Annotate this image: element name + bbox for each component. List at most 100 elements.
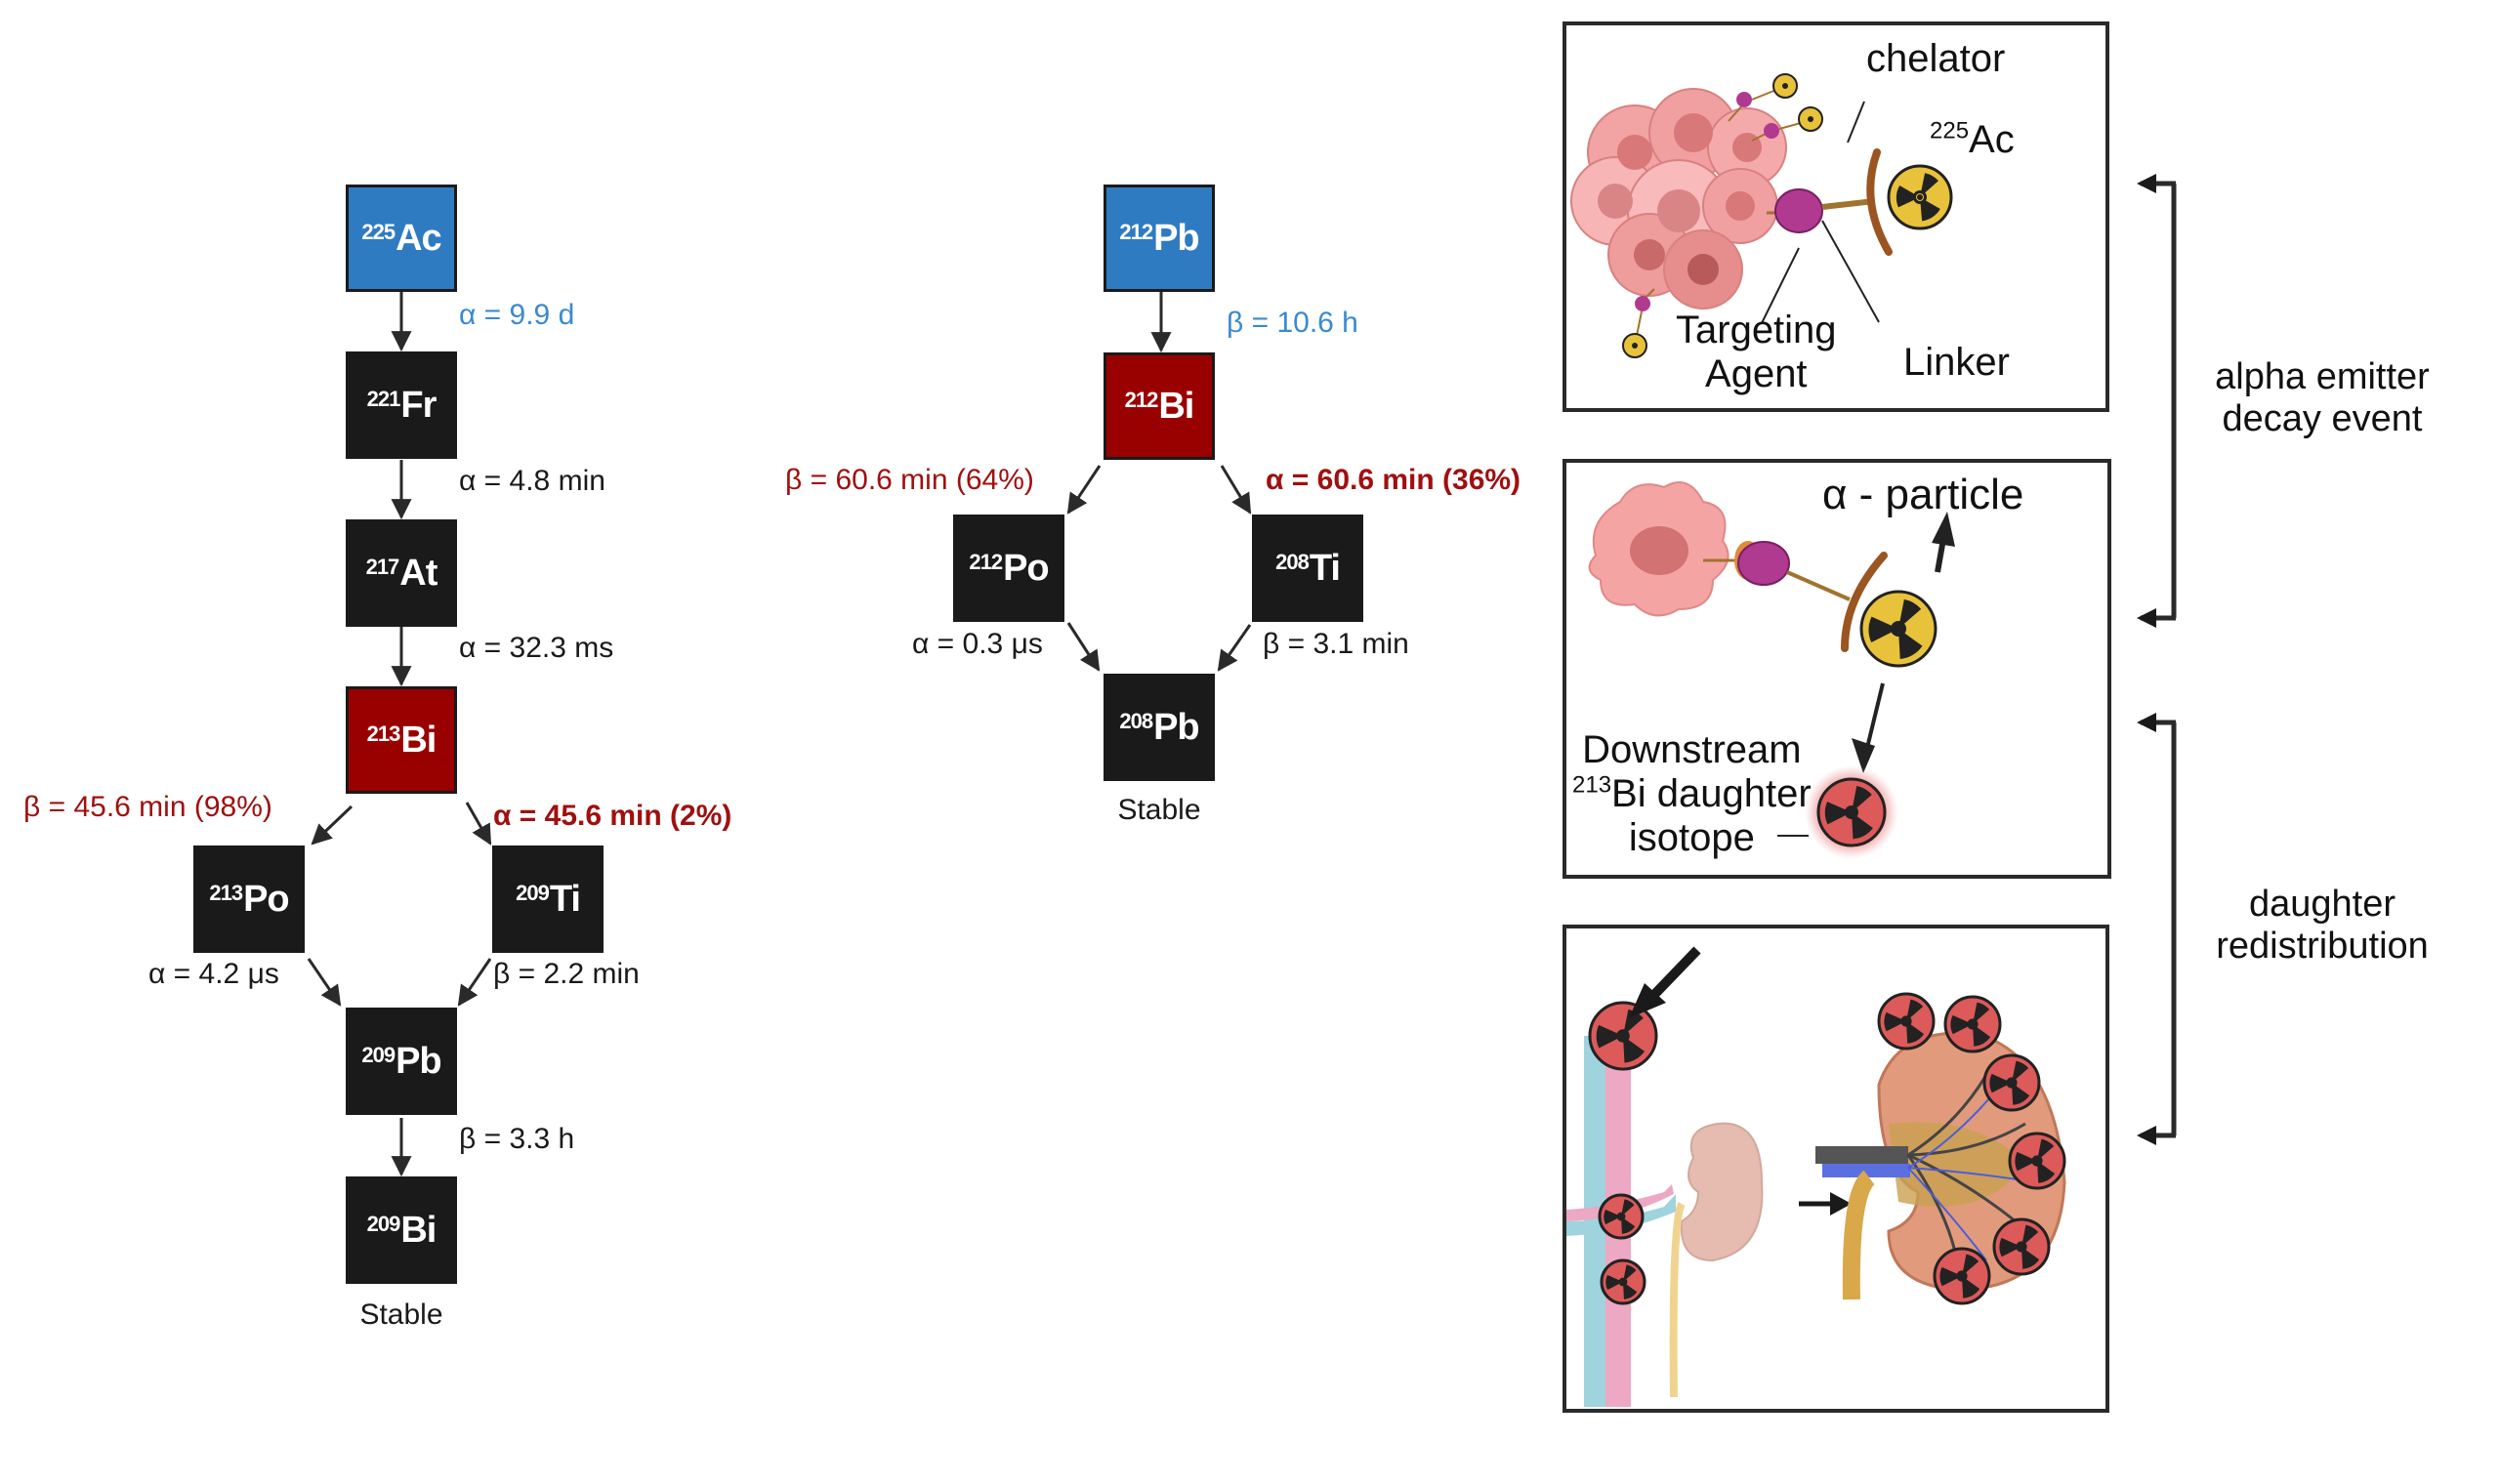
element-symbol: Fr	[400, 384, 437, 426]
mass-number: 217	[365, 555, 400, 579]
element-symbol: Ti	[549, 878, 581, 920]
decay-label: α = 9.9 d	[459, 299, 575, 331]
decay-label: α = 4.2 μs	[148, 958, 279, 990]
label-line: alpha emitter	[2215, 356, 2430, 397]
decay-label: β = 3.1 min	[1263, 628, 1409, 660]
decay-label: α = 45.6 min (2%)	[493, 800, 732, 832]
decay-label: α = 60.6 min (36%)	[1266, 464, 1521, 496]
decay-label: β = 10.6 h	[1227, 307, 1358, 339]
decay-arrow	[465, 802, 492, 845]
mass-number: 209	[361, 1043, 396, 1067]
mass-number: 209	[366, 1212, 401, 1236]
panel-decay-event: α - particle Downstream 213Bi daughter i…	[1562, 459, 2111, 879]
element-symbol: Ti	[1309, 547, 1341, 589]
mass-number: 213	[209, 881, 243, 905]
daughter-arrow	[1865, 682, 1885, 749]
decay-label: α = 4.8 min	[459, 465, 605, 497]
linker	[1821, 198, 1875, 210]
decay-label: β = 2.2 min	[493, 958, 640, 990]
decay-arrow	[311, 804, 354, 845]
element-symbol: Pb	[396, 1040, 442, 1082]
decay-arrow	[1066, 622, 1101, 672]
element-symbol: Bi	[400, 719, 437, 761]
daughter-radiation-icon	[1600, 1258, 1646, 1305]
small-conjugate	[1622, 288, 1655, 358]
label-alpha-emitter-decay: alpha emitter decay event	[2176, 356, 2469, 439]
label-line: redistribution	[2216, 925, 2429, 967]
daughter-radiation-icon	[1588, 1001, 1658, 1071]
label-line: Downstream	[1582, 728, 1802, 771]
daughter-radiation-icon	[1598, 1193, 1645, 1240]
isotope-label: 225Ac	[1930, 118, 2015, 162]
label-line: Bi daughter	[1611, 771, 1812, 815]
element-symbol: Pb	[1153, 706, 1200, 748]
main-conjugate	[1767, 148, 1893, 256]
decay-arrow	[1220, 465, 1252, 515]
mass-number: 221	[366, 387, 401, 411]
mass-number: 213	[1572, 771, 1612, 799]
label-line: Targeting	[1676, 309, 1837, 351]
decay-label: β = 45.6 min (98%)	[23, 791, 272, 823]
element-symbol: Bi	[400, 1209, 437, 1251]
kidney	[1680, 1122, 1764, 1262]
linker-label: Linker	[1903, 341, 2010, 384]
panel-radioconjugate: chelator 225Ac Targeting Agent Linker	[1562, 21, 2109, 412]
small-conjugate	[1728, 73, 1798, 122]
tumor-cell-cluster	[1570, 88, 1787, 309]
targeting-agent-label: Targeting Agent	[1676, 309, 1837, 396]
decay-illustration	[1588, 481, 1955, 859]
daughter-radiation-icon	[1943, 995, 2002, 1053]
stable-label: Stable	[359, 1298, 443, 1331]
mass-number: 208	[1119, 709, 1153, 733]
stable-label: Stable	[1117, 794, 1201, 826]
decay-arrow	[1066, 465, 1102, 515]
targeting-agent	[1737, 541, 1790, 586]
element-symbol: Pb	[1153, 217, 1200, 259]
daughter-radiation-icon	[1982, 1053, 2041, 1112]
daughter-radiation-icon	[1933, 1247, 1991, 1305]
label-daughter-redistribution: daughter redistribution	[2176, 884, 2469, 967]
element-symbol: Ac	[1969, 118, 2015, 161]
decay-arrow	[307, 958, 342, 1007]
radiation-icon	[1859, 590, 1938, 668]
decay-label: α = 0.3 μs	[912, 628, 1043, 660]
element-symbol: Po	[243, 878, 290, 920]
leader-line	[1761, 247, 1800, 324]
element-symbol: Ac	[396, 217, 442, 259]
mass-number: 225	[1930, 117, 1970, 144]
mass-number: 212	[1119, 220, 1153, 244]
element-symbol: Po	[1003, 547, 1050, 589]
incoming-arrow	[1629, 946, 1701, 1018]
mass-number: 213	[366, 721, 401, 746]
daughter-radiation-icon	[1816, 777, 1887, 847]
element-symbol: Bi	[1158, 385, 1194, 427]
panel-daughter-redistribution	[1562, 925, 2109, 1413]
element-symbol: At	[399, 552, 438, 594]
alpha-particle-label: α - particle	[1822, 471, 2024, 518]
downstream-daughter-label: Downstream 213Bi daughter isotope	[1572, 728, 1812, 859]
daughter-radiation-icon	[1992, 1217, 2051, 1276]
mass-number: 212	[1124, 388, 1159, 412]
tumor-illustration	[1570, 73, 1953, 358]
decay-label: α = 32.3 ms	[459, 632, 614, 664]
leader-line	[1821, 220, 1880, 323]
label-line: decay event	[2222, 397, 2423, 439]
leader-line	[1847, 101, 1865, 144]
mass-number: 209	[516, 881, 550, 905]
decay-label: β = 60.6 min (64%)	[785, 464, 1034, 496]
small-conjugate	[1751, 106, 1823, 142]
decay-arrow	[457, 958, 492, 1007]
chelator	[1866, 148, 1893, 256]
